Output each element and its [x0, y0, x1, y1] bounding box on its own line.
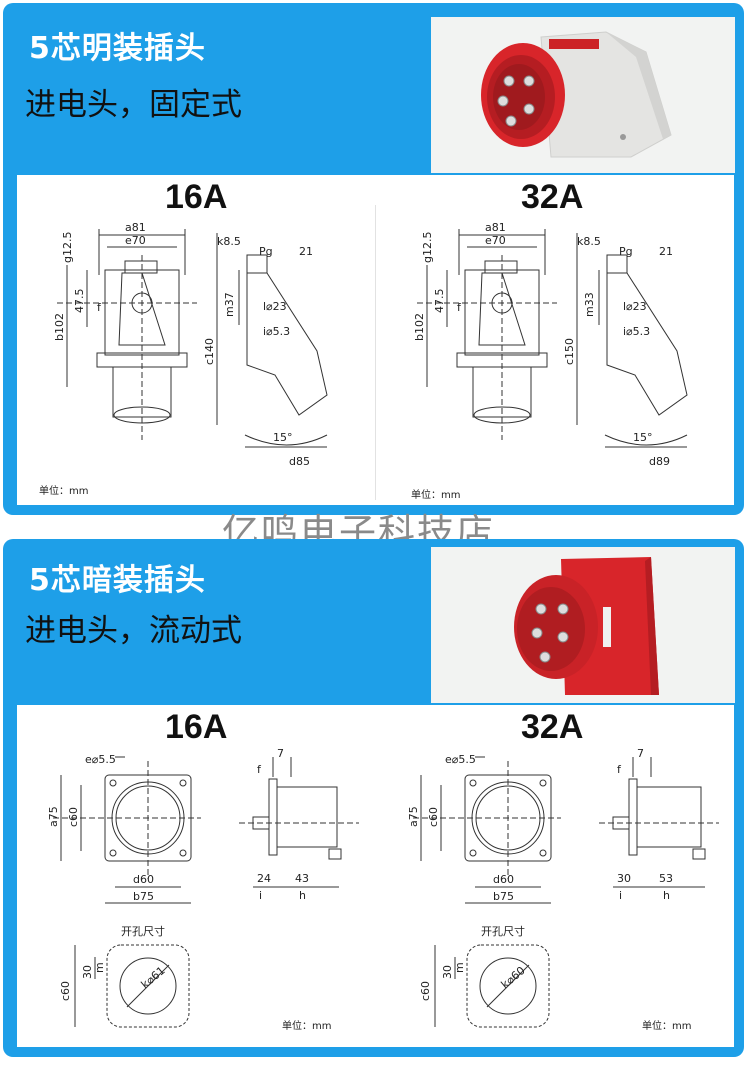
rating-label-16a: 16A	[165, 178, 228, 216]
svg-text:30: 30	[441, 965, 454, 979]
surface-plug-drawing-16a: a81 e70 g12.5 b102 47.5 f k8.5 Pg 21 m37…	[53, 221, 328, 468]
svg-text:k8.5: k8.5	[217, 235, 241, 248]
svg-text:m: m	[93, 962, 106, 973]
panel-plug-panel: 5芯暗装插头 进电头，流动式 16A 32A	[3, 539, 744, 1057]
svg-text:h: h	[663, 889, 670, 902]
svg-text:b75: b75	[133, 890, 154, 903]
svg-text:53: 53	[659, 872, 673, 885]
section-subtitle: 进电头，固定式	[25, 87, 242, 123]
svg-text:a75: a75	[47, 806, 60, 827]
svg-text:d60: d60	[133, 873, 154, 886]
surface-plug-panel: 5芯明装插头 进电头，固定式 16A 32A	[3, 3, 744, 515]
svg-text:m: m	[453, 962, 466, 973]
svg-text:d89: d89	[649, 455, 670, 468]
svg-text:c60: c60	[427, 807, 440, 827]
svg-text:c60: c60	[67, 807, 80, 827]
svg-text:g12.5: g12.5	[61, 232, 74, 263]
svg-text:开孔尺寸: 开孔尺寸	[481, 924, 525, 938]
product-photo-panel-plug	[431, 547, 735, 703]
svg-text:b102: b102	[53, 313, 66, 341]
rating-label-32a: 32A	[521, 708, 584, 746]
svg-text:i⌀5.3: i⌀5.3	[263, 325, 290, 338]
svg-text:a75: a75	[407, 806, 420, 827]
panel-plug-drawing-16a: e⌀5.5 a75 c60 d60 b75 f 7 24 43 i h 开孔尺寸…	[47, 747, 359, 1028]
svg-text:7: 7	[637, 747, 644, 760]
unit-label: 单位：mm	[411, 490, 461, 501]
unit-label: 单位：mm	[282, 1021, 332, 1032]
svg-text:l⌀23: l⌀23	[263, 300, 287, 313]
svg-text:c60: c60	[419, 981, 432, 1001]
svg-text:21: 21	[299, 245, 313, 258]
svg-text:i: i	[619, 889, 622, 902]
svg-text:30: 30	[81, 965, 94, 979]
svg-text:k⌀60: k⌀60	[499, 964, 528, 991]
unit-label: 单位：mm	[39, 486, 89, 497]
svg-text:g12.5: g12.5	[421, 232, 434, 263]
svg-text:h: h	[299, 889, 306, 902]
unit-label: 单位：mm	[642, 1021, 692, 1032]
svg-text:f: f	[97, 301, 102, 314]
section-subtitle: 进电头，流动式	[25, 613, 242, 649]
svg-text:k⌀61: k⌀61	[139, 964, 168, 991]
rating-label-32a: 32A	[521, 178, 584, 216]
svg-text:e⌀5.5: e⌀5.5	[85, 753, 116, 766]
svg-text:d60: d60	[493, 873, 514, 886]
svg-text:21: 21	[659, 245, 673, 258]
svg-text:24: 24	[257, 872, 271, 885]
section-title: 5芯明装插头	[29, 31, 206, 66]
svg-text:f: f	[457, 301, 462, 314]
surface-plug-drawing-32a: a81 e70 g12.5 b102 47.5 f k8.5 Pg 21 m33…	[413, 221, 688, 468]
svg-text:15°: 15°	[273, 431, 293, 444]
svg-text:c140: c140	[203, 338, 216, 365]
svg-text:a81: a81	[485, 221, 506, 234]
dimension-drawing-box: 16A 32A	[17, 175, 734, 505]
svg-text:l⌀23: l⌀23	[623, 300, 647, 313]
rating-label-16a: 16A	[165, 708, 228, 746]
svg-text:c150: c150	[563, 338, 576, 365]
svg-text:a81: a81	[125, 221, 146, 234]
svg-text:47.5: 47.5	[433, 289, 446, 314]
svg-text:m37: m37	[223, 292, 236, 317]
svg-text:k8.5: k8.5	[577, 235, 601, 248]
svg-text:i⌀5.3: i⌀5.3	[623, 325, 650, 338]
section-title: 5芯暗装插头	[29, 563, 206, 598]
svg-text:m33: m33	[583, 292, 596, 317]
svg-text:e70: e70	[125, 234, 146, 247]
divider	[375, 205, 376, 500]
svg-text:43: 43	[295, 872, 309, 885]
svg-text:b102: b102	[413, 313, 426, 341]
svg-text:e⌀5.5: e⌀5.5	[445, 753, 476, 766]
svg-text:Pg: Pg	[259, 245, 273, 258]
svg-text:d85: d85	[289, 455, 310, 468]
svg-text:i: i	[259, 889, 262, 902]
product-photo-surface-plug	[431, 17, 735, 173]
svg-text:b75: b75	[493, 890, 514, 903]
svg-text:Pg: Pg	[619, 245, 633, 258]
dimension-drawing-box: 16A 32A	[17, 705, 734, 1047]
svg-text:f: f	[257, 763, 262, 776]
panel-plug-drawing-32a: e⌀5.5 a75 c60 d60 b75 f 7 30 53 i h 开孔尺寸…	[407, 747, 719, 1028]
svg-text:30: 30	[617, 872, 631, 885]
svg-text:开孔尺寸: 开孔尺寸	[121, 924, 165, 938]
svg-text:7: 7	[277, 747, 284, 760]
svg-text:15°: 15°	[633, 431, 653, 444]
svg-text:47.5: 47.5	[73, 289, 86, 314]
svg-text:c60: c60	[59, 981, 72, 1001]
svg-text:f: f	[617, 763, 622, 776]
svg-text:e70: e70	[485, 234, 506, 247]
